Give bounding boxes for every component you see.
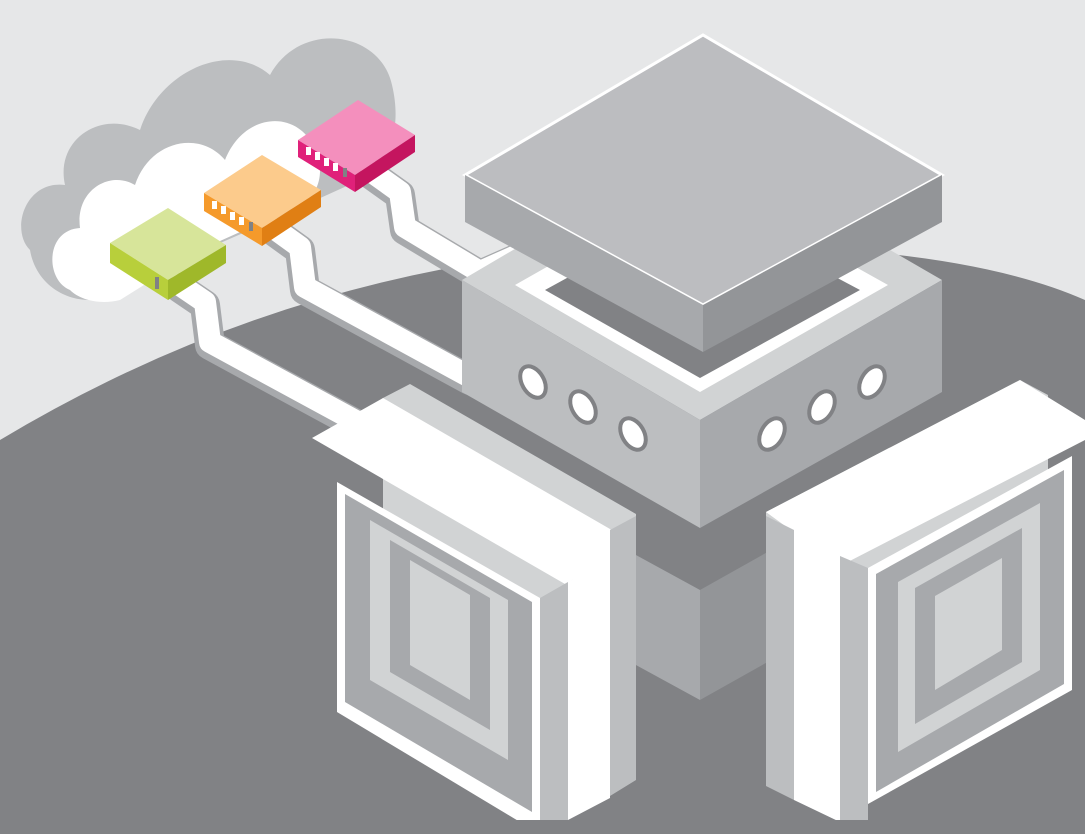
ground-bottom [0, 820, 1085, 834]
panel-side [840, 556, 868, 834]
panel-edge-light [794, 530, 840, 822]
panel-edge [766, 516, 794, 800]
panel-edge [540, 582, 568, 834]
panel-edge-light [568, 558, 610, 820]
panel-side [610, 516, 636, 796]
module-port [155, 277, 159, 289]
